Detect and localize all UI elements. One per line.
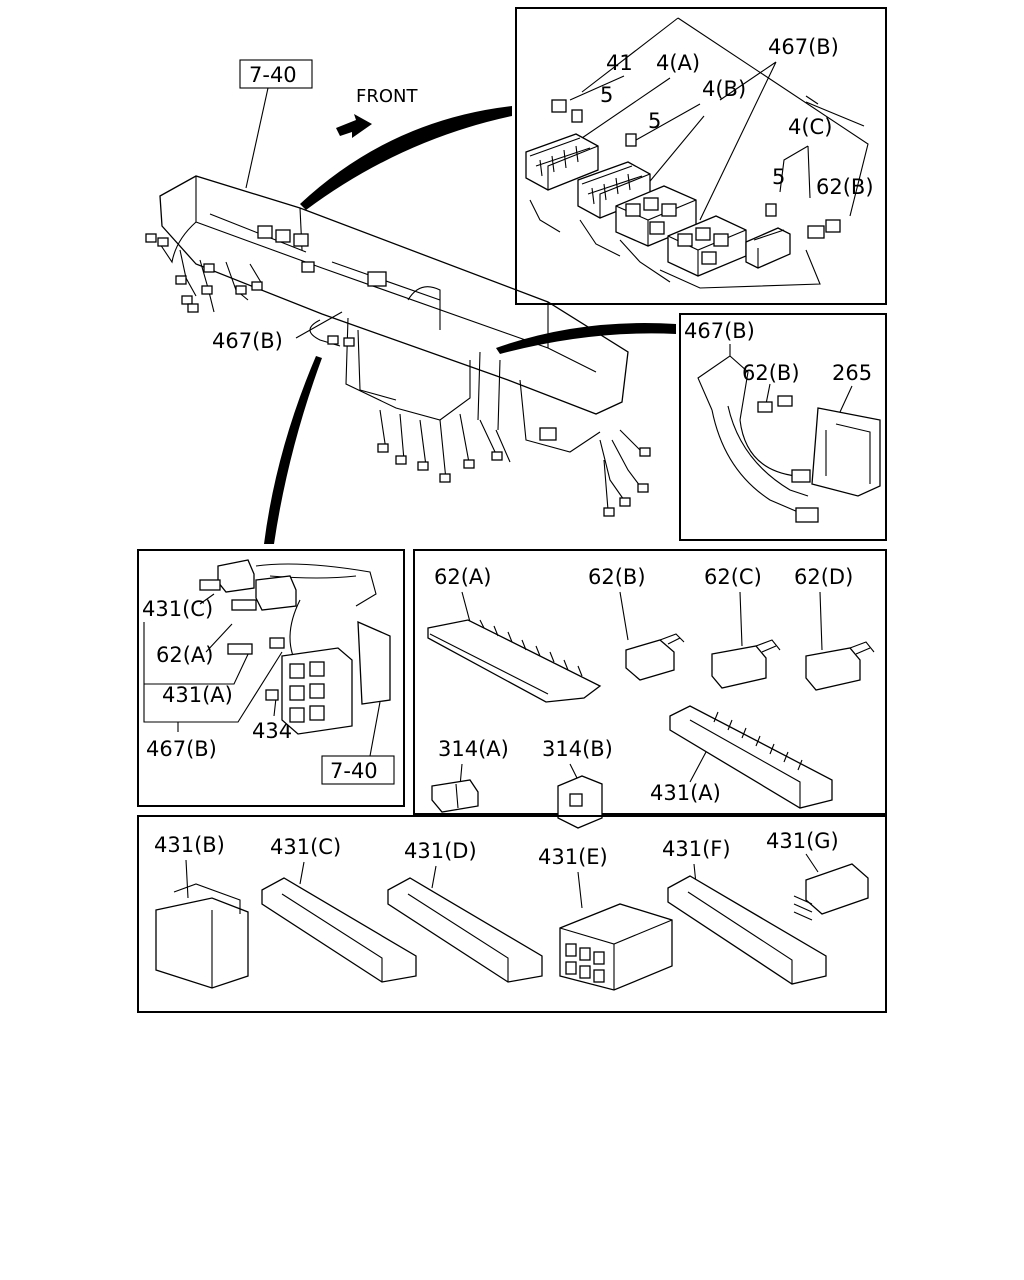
label-265: 265 (832, 361, 872, 385)
label-4c: 4(C) (788, 115, 832, 139)
connector-431e (559, 903, 673, 991)
connector-431g (793, 863, 869, 921)
panel-border (137, 549, 405, 807)
panel-junction-block: 431(C) 62(A) 431(A) 467(B) 434 7-40 (137, 549, 405, 807)
label-62c: 62(C) (704, 565, 762, 589)
connector-431a (669, 705, 833, 809)
front-label: FRONT (356, 86, 418, 107)
connector-62b (625, 633, 685, 681)
connector-62c (711, 639, 781, 689)
connector-62d (805, 641, 875, 691)
wire-harness-left (145, 221, 263, 313)
label-431a: 431(A) (650, 781, 721, 805)
label-62b: 62(B) (588, 565, 646, 589)
connector-431d (387, 877, 543, 983)
panel-border (515, 7, 887, 305)
panel-connectors-b: 431(B) 431(C) 431(D) 431(E) 431(F) 431(G… (137, 815, 887, 1013)
connector-431c (261, 877, 417, 983)
label-431a: 431(A) (162, 683, 233, 707)
ref-box-7-40 (321, 755, 395, 785)
label-431b: 431(B) (154, 833, 225, 857)
leader-to-mid-left-panel (264, 356, 322, 544)
label-5a: 5 (600, 83, 613, 107)
label-62b: 62(B) (816, 175, 874, 199)
ref-box-7-40 (239, 59, 313, 89)
label-4a: 4(A) (656, 51, 700, 75)
label-467b: 467(B) (684, 319, 755, 343)
relay-block-2 (667, 215, 747, 277)
ref-box-label: 7-40 (249, 63, 297, 87)
connector-431f (667, 875, 827, 985)
panel-connector-265: 467(B) 62(B) 265 (679, 313, 887, 541)
label-314b: 314(B) (542, 737, 613, 761)
connector-62b-top (807, 219, 841, 239)
label-5c: 5 (772, 165, 785, 189)
label-62b: 62(B) (742, 361, 800, 385)
relay-junction-block (281, 647, 353, 735)
label-467b: 467(B) (146, 737, 217, 761)
wire-harness-lower (309, 319, 651, 517)
front-arrow-icon (336, 114, 372, 138)
panel-border (137, 815, 887, 1013)
label-62a: 62(A) (156, 643, 213, 667)
panel-connectors-a: 62(A) 62(B) 62(C) 62(D) 314(A) 314(B) 43… (413, 549, 887, 829)
relay-block-1 (615, 185, 697, 247)
label-431c: 431(C) (142, 597, 213, 621)
crossmember-beam (159, 175, 629, 453)
label-431f: 431(F) (662, 837, 731, 861)
fuse-block-small (217, 559, 297, 611)
connector-431b (155, 883, 249, 989)
panel-border (413, 549, 887, 815)
label-431g: 431(G) (766, 829, 839, 853)
label-431e: 431(E) (538, 845, 608, 869)
leader-to-mid-right-panel (496, 323, 676, 354)
label-467b: 467(B) (768, 35, 839, 59)
connector-62a (427, 619, 602, 703)
fuse-block-4c (745, 227, 791, 269)
panel-fuse-relay-block: 41 4(A) 5 467(B) 4(B) 5 4(C) 5 62(B) (515, 7, 887, 305)
connector-265-housing (811, 407, 881, 497)
label-314a: 314(A) (438, 737, 509, 761)
fuses-small (551, 99, 777, 217)
panel-border (679, 313, 887, 541)
leader-to-top-panel (300, 106, 512, 210)
label-62d: 62(D) (794, 565, 853, 589)
label-431d: 431(D) (404, 839, 477, 863)
label-62a: 62(A) (434, 565, 491, 589)
connector-314a (431, 779, 479, 813)
ref-box-label: 7-40 (330, 759, 378, 783)
label-431c: 431(C) (270, 835, 341, 859)
fuse-block-4a (525, 133, 599, 191)
main-assembly: 7-40 FRONT (145, 59, 676, 544)
connector-314b (557, 775, 603, 829)
callout-467b: 467(B) (212, 329, 283, 353)
